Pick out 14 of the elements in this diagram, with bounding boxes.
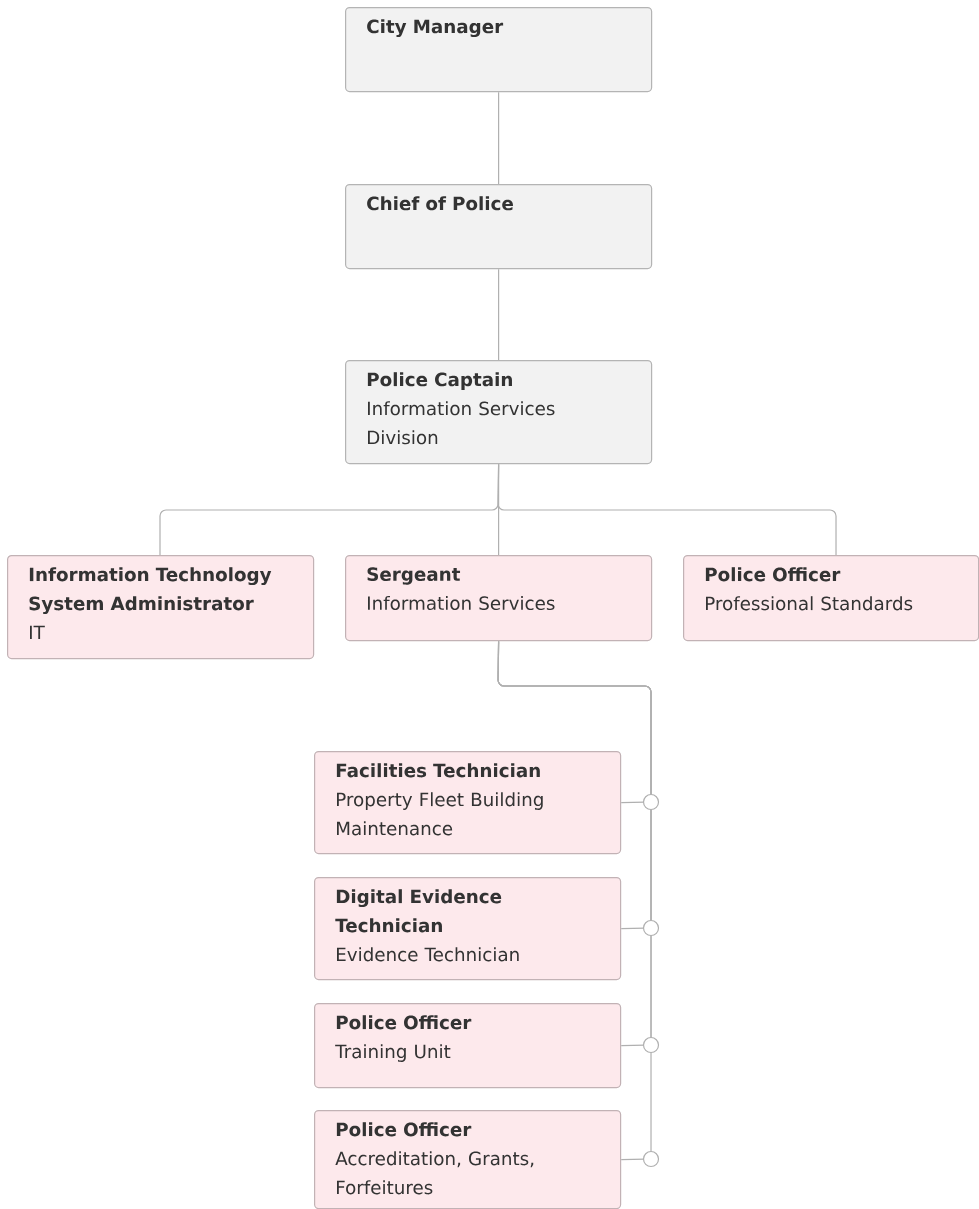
org-box: Sergeant Information Services [345, 555, 653, 642]
org-box: Facilities Technician Property Fleet Building Maintenance [314, 751, 622, 855]
org-box: Chief of Police [345, 184, 653, 270]
org-box: City Manager [345, 7, 653, 93]
org-box: Information Technology System Administrator IT [7, 555, 315, 660]
connector-line [498, 268, 500, 361]
org-box: Police Officer Accreditation, Grants, Forfeitures [314, 1110, 622, 1209]
org-box: Police Officer Training Unit [314, 1003, 622, 1089]
org-box: Police Officer Professional Standards [683, 555, 979, 642]
connector-line [497, 640, 652, 1161]
org-box: Police Captain Information Services Division [345, 360, 653, 465]
connector-line [497, 463, 837, 556]
org-box: Digital Evidence Technician Evidence Technician [314, 877, 622, 981]
connector-line [498, 91, 500, 185]
